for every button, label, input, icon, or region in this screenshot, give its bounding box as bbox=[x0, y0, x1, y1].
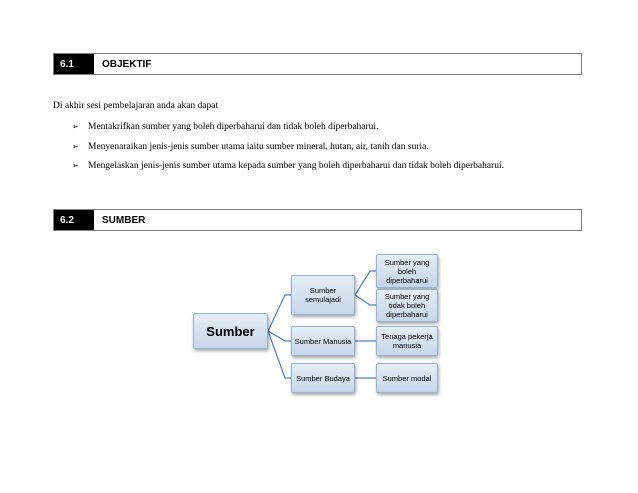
list-item: ➢ Menyenaraikan jenis-jenis sumber utama… bbox=[72, 141, 504, 161]
connector-root-manusia bbox=[267, 330, 291, 342]
diagram-node-sumber-budaya: Sumber Budaya bbox=[291, 363, 355, 393]
arrow-bullet-icon: ➢ bbox=[72, 141, 79, 151]
diagram-node-sumber-modal: Sumber modal bbox=[376, 363, 438, 393]
diagram-node-boleh-diperbaharui: Sumber yang boleh diperbaharui bbox=[376, 254, 438, 288]
diagram-node-tenaga-pekerja: Tenaga pekerja manusia bbox=[376, 326, 438, 356]
list-item: ➢ Mentakrifkan sumber yang boleh diperba… bbox=[72, 121, 504, 141]
connector-root-semulajadi bbox=[267, 294, 291, 332]
intro-text: Di akhir sesi pembelajaran anda akan dap… bbox=[53, 101, 219, 111]
diagram-node-tidak-boleh-diperbaharui: Sumber yang tidak boleh diperbaharui bbox=[376, 289, 438, 322]
objective-text: Mentakrifkan sumber yang boleh diperbaha… bbox=[88, 122, 379, 132]
connector-root-budaya bbox=[267, 330, 291, 379]
section-title: SUMBER bbox=[102, 214, 146, 226]
connector-semulajadi-tidak bbox=[354, 294, 376, 306]
list-item: ➢ Mengelaskan jenis-jenis sumber utama k… bbox=[72, 160, 504, 180]
section-number: 6.1 bbox=[54, 54, 94, 74]
objective-text: Mengelaskan jenis-jenis sumber utama kep… bbox=[88, 161, 505, 171]
section-header-objektif: 6.1 OBJEKTIF bbox=[53, 53, 582, 75]
diagram-node-sumber-semulajadi: Sumber semulajadi bbox=[291, 275, 355, 315]
section-header-sumber: 6.2 SUMBER bbox=[53, 209, 582, 231]
section-number: 6.2 bbox=[54, 210, 94, 230]
arrow-bullet-icon: ➢ bbox=[72, 161, 79, 170]
objectives-list: ➢ Mentakrifkan sumber yang boleh diperba… bbox=[72, 121, 504, 180]
diagram-root-node: Sumber bbox=[193, 313, 268, 349]
section-title: OBJEKTIF bbox=[102, 58, 152, 70]
objective-text: Menyenaraikan jenis-jenis sumber utama i… bbox=[88, 141, 429, 152]
arrow-bullet-icon: ➢ bbox=[72, 122, 79, 131]
diagram-node-sumber-manusia: Sumber Manusia bbox=[291, 326, 355, 356]
connector-semulajadi-boleh bbox=[354, 270, 376, 296]
